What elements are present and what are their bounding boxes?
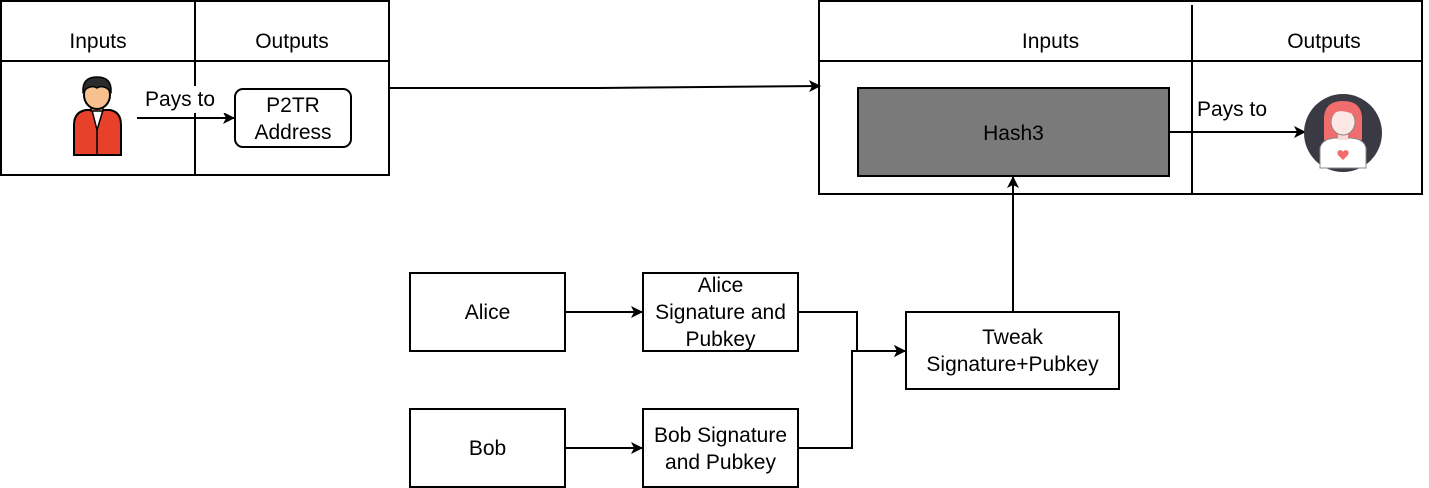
tx1-to-tx2-connector <box>389 80 821 93</box>
alice-sig-line3: Pubkey <box>685 328 756 351</box>
tweak-box[interactable] <box>905 311 1120 390</box>
bob-signature-label: Bob Signature and Pubkey <box>643 422 798 476</box>
tx1-outputs-header: Outputs <box>255 30 329 53</box>
alice-signature-label: Alice Signature and Pubkey <box>643 272 798 353</box>
tweak-line2: Signature+Pubkey <box>926 353 1099 376</box>
bob-sig-line2: and Pubkey <box>665 451 776 474</box>
tx2-inputs-header: Inputs <box>1021 30 1080 53</box>
alice-signature-to-tweak-arrow <box>798 311 906 357</box>
alice-signature-box[interactable] <box>642 272 799 352</box>
p2tr-line1: P2TR <box>266 94 320 117</box>
p2tr-line2: Address <box>254 121 332 144</box>
alice-sig-line1: Alice <box>697 274 744 297</box>
tx2-outputs-header: Outputs <box>1287 30 1361 53</box>
hash3-label: Hash3 <box>983 122 1044 145</box>
alice-sig-line2: Signature and <box>655 301 786 324</box>
alice-label: Alice <box>464 301 511 324</box>
woman-avatar-icon <box>1304 94 1382 172</box>
bob-signature-to-tweak-arrow <box>798 345 906 449</box>
man-avatar-icon <box>73 76 122 156</box>
tweak-label: Tweak Signature+Pubkey <box>906 324 1119 378</box>
p2tr-address-label: P2TR Address <box>235 92 351 146</box>
tweak-line1: Tweak <box>982 326 1043 349</box>
p2tr-address-box[interactable] <box>234 88 352 148</box>
bob-sig-line1: Bob Signature <box>653 424 788 447</box>
hash3-box[interactable] <box>857 87 1170 177</box>
bob-signature-box[interactable] <box>642 408 799 488</box>
tx2-pays-to-label: Pays to <box>1197 98 1268 121</box>
tx1-inputs-header: Inputs <box>69 30 127 53</box>
bob-label: Bob <box>468 437 507 460</box>
tx1-pays-to-label: Pays to <box>145 86 225 113</box>
tx2-table <box>818 0 1423 195</box>
